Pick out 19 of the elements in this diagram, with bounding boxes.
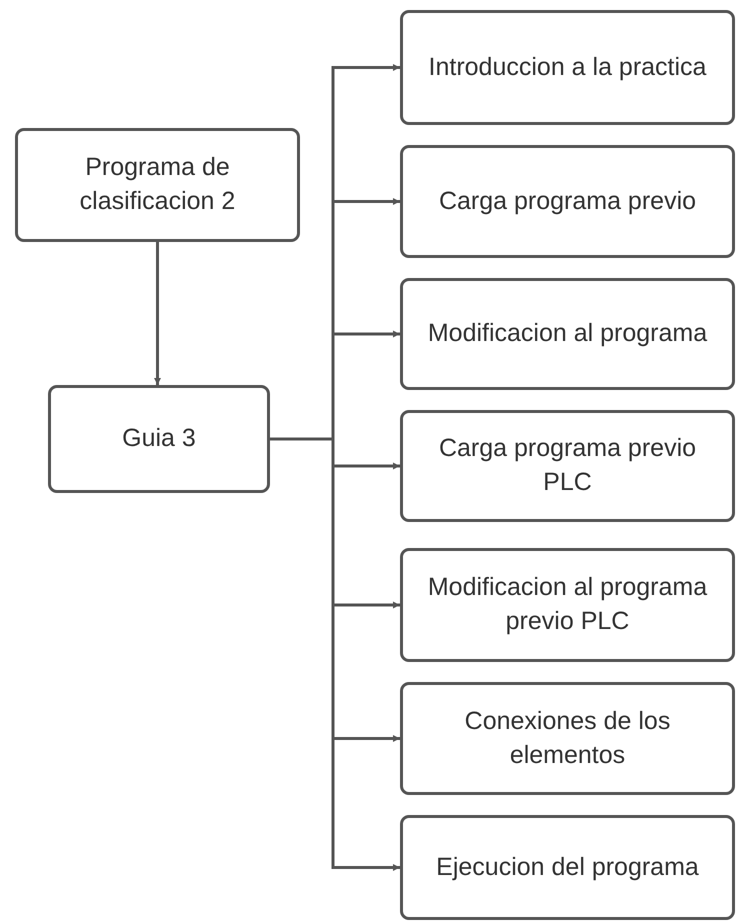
box-label: Programa de clasificacion 2 xyxy=(78,152,236,217)
process-box xyxy=(15,128,300,242)
box-label: Modificacion al programa previo PLC xyxy=(426,572,708,637)
arrow xyxy=(154,242,161,385)
box-label: Conexiones de los elementos xyxy=(464,706,672,770)
box-label: Ejecucion del programa xyxy=(436,852,699,883)
process-box xyxy=(400,548,735,662)
box-label: Introduccion a la practica xyxy=(428,52,706,83)
process-box xyxy=(400,10,735,125)
process-box xyxy=(400,410,735,522)
box-label: Modificacion al programa xyxy=(428,318,708,350)
process-box xyxy=(48,385,270,493)
process-box xyxy=(400,278,735,390)
process-box xyxy=(400,815,735,920)
process-box xyxy=(400,682,735,795)
box-label: Carga programa previo xyxy=(438,186,696,217)
process-box xyxy=(400,145,735,258)
box-label: Carga programa previo PLC xyxy=(438,433,698,498)
box-label: Guia 3 xyxy=(122,423,196,454)
